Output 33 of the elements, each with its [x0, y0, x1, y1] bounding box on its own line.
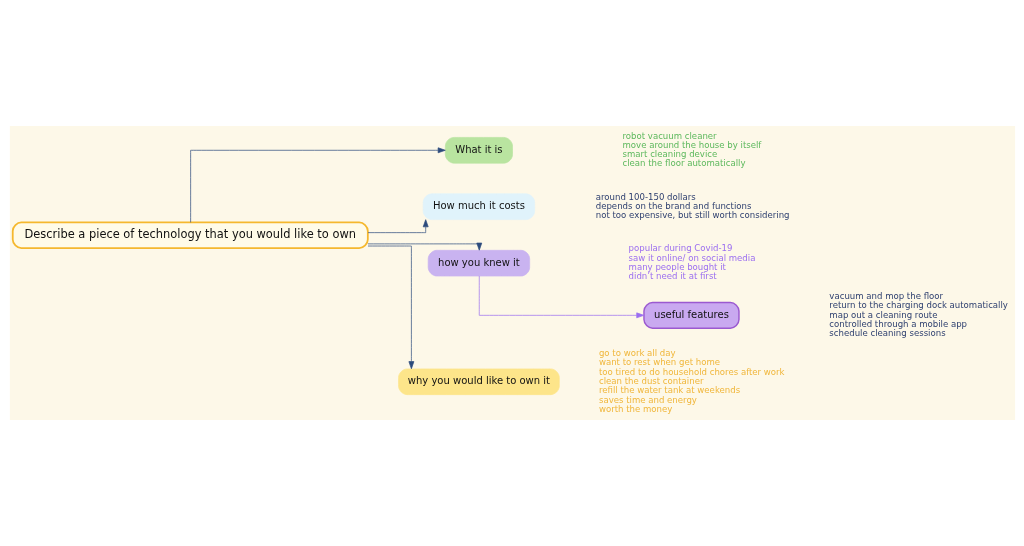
node-box: how you knew it — [427, 249, 530, 277]
arrow — [478, 275, 644, 319]
node-label: move around the house by itself — [622, 139, 761, 150]
arrow — [367, 219, 429, 233]
node-box: What it is — [444, 137, 513, 164]
node-label: refill the water tank at weekends — [598, 385, 740, 396]
node-label: vacuum and mop the floor — [828, 290, 943, 301]
node-label: return to the charging dock automatically — [828, 300, 1008, 311]
node-label: around 100-150 dollars — [595, 191, 696, 202]
node-label: saw it online/ on social media — [628, 252, 755, 263]
node-box: useful features — [642, 301, 740, 329]
node-label: saves time and energy — [598, 394, 697, 405]
arrow — [367, 242, 482, 251]
node-label: not too expensive, but still worth considering — [595, 210, 790, 221]
node-label: clean the floor automatically — [622, 158, 746, 169]
node-label: clean the dust container — [598, 375, 703, 386]
node-label: depends on the brand and functions — [595, 200, 751, 211]
node-label: smart cleaning device — [622, 149, 717, 160]
node-label: too tired to do household chores after work — [598, 366, 785, 377]
node-label: map out a cleaning route — [828, 309, 937, 320]
node-label: schedule cleaning sessions — [828, 328, 946, 339]
node-label: popular during Covid-19 — [628, 243, 732, 254]
node-label: worth the money — [598, 403, 672, 414]
node-label: go to work all day — [598, 348, 676, 359]
node-label: many people bought it — [628, 262, 726, 273]
node-label: robot vacuum cleaner — [622, 130, 717, 141]
arrow — [367, 245, 414, 370]
arrow — [189, 147, 446, 223]
node-label: want to rest when get home — [598, 357, 720, 368]
node-box: Describe a piece of technology that you would like to own — [11, 221, 369, 250]
node-box: why you would like to own it — [397, 368, 560, 395]
node-label: didn’t need it at first — [628, 271, 717, 282]
node-box: How much it costs — [422, 193, 535, 220]
